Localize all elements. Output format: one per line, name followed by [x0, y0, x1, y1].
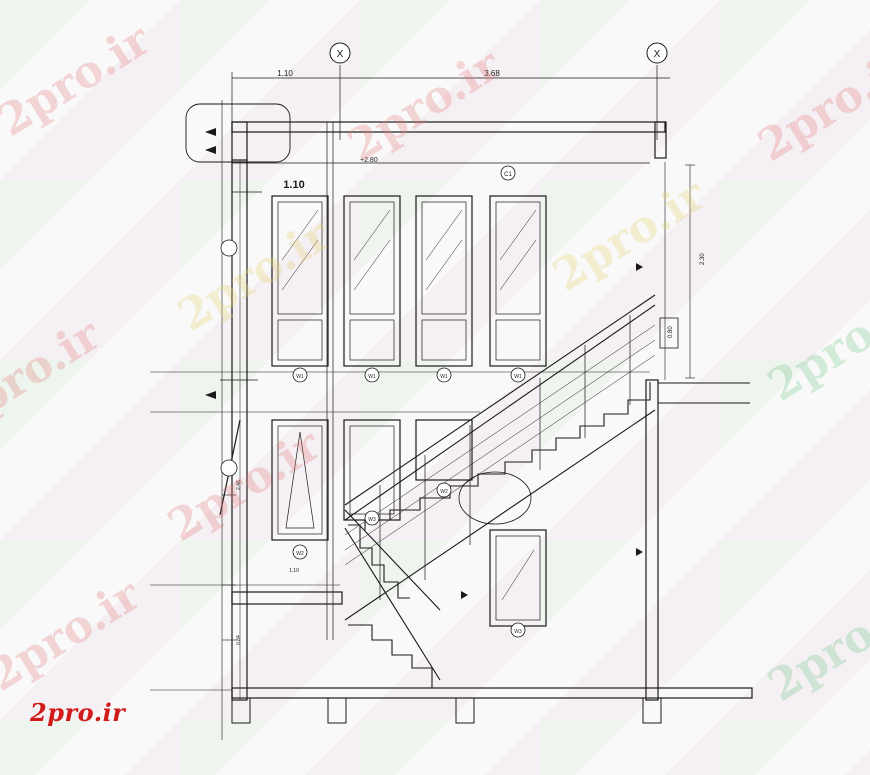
window-tag: W2 [440, 489, 448, 495]
window-tag: W1 [368, 374, 376, 380]
side-dimension: 0.84 [236, 635, 242, 645]
window-tag: W1 [296, 374, 304, 380]
grid-marker-right [646, 42, 668, 64]
window-tag: W1 [440, 374, 448, 380]
grid-marker-left [329, 42, 351, 64]
level-tag: +2.80 [360, 157, 378, 164]
top-dimension: 3.68 [484, 69, 500, 78]
grid-marker-label: X [337, 49, 344, 60]
window-tag: W2 [296, 551, 304, 557]
ceiling-tag: C1 [504, 172, 512, 178]
side-dimension: 2.46 [236, 480, 242, 490]
site-logo[interactable]: 2pro.ir [30, 698, 126, 727]
window-tag: W3 [514, 629, 522, 635]
side-dimension: 1.10 [289, 568, 299, 574]
window-tag: W3 [368, 517, 376, 523]
side-dimension: 2.30 [700, 253, 706, 265]
side-dimension: 0.80 [668, 326, 674, 338]
window-tag: W1 [514, 374, 522, 380]
top-dimension: 1.10 [277, 69, 293, 78]
inner-dimension: 1.10 [283, 179, 304, 191]
grid-marker-label: X [654, 49, 661, 60]
